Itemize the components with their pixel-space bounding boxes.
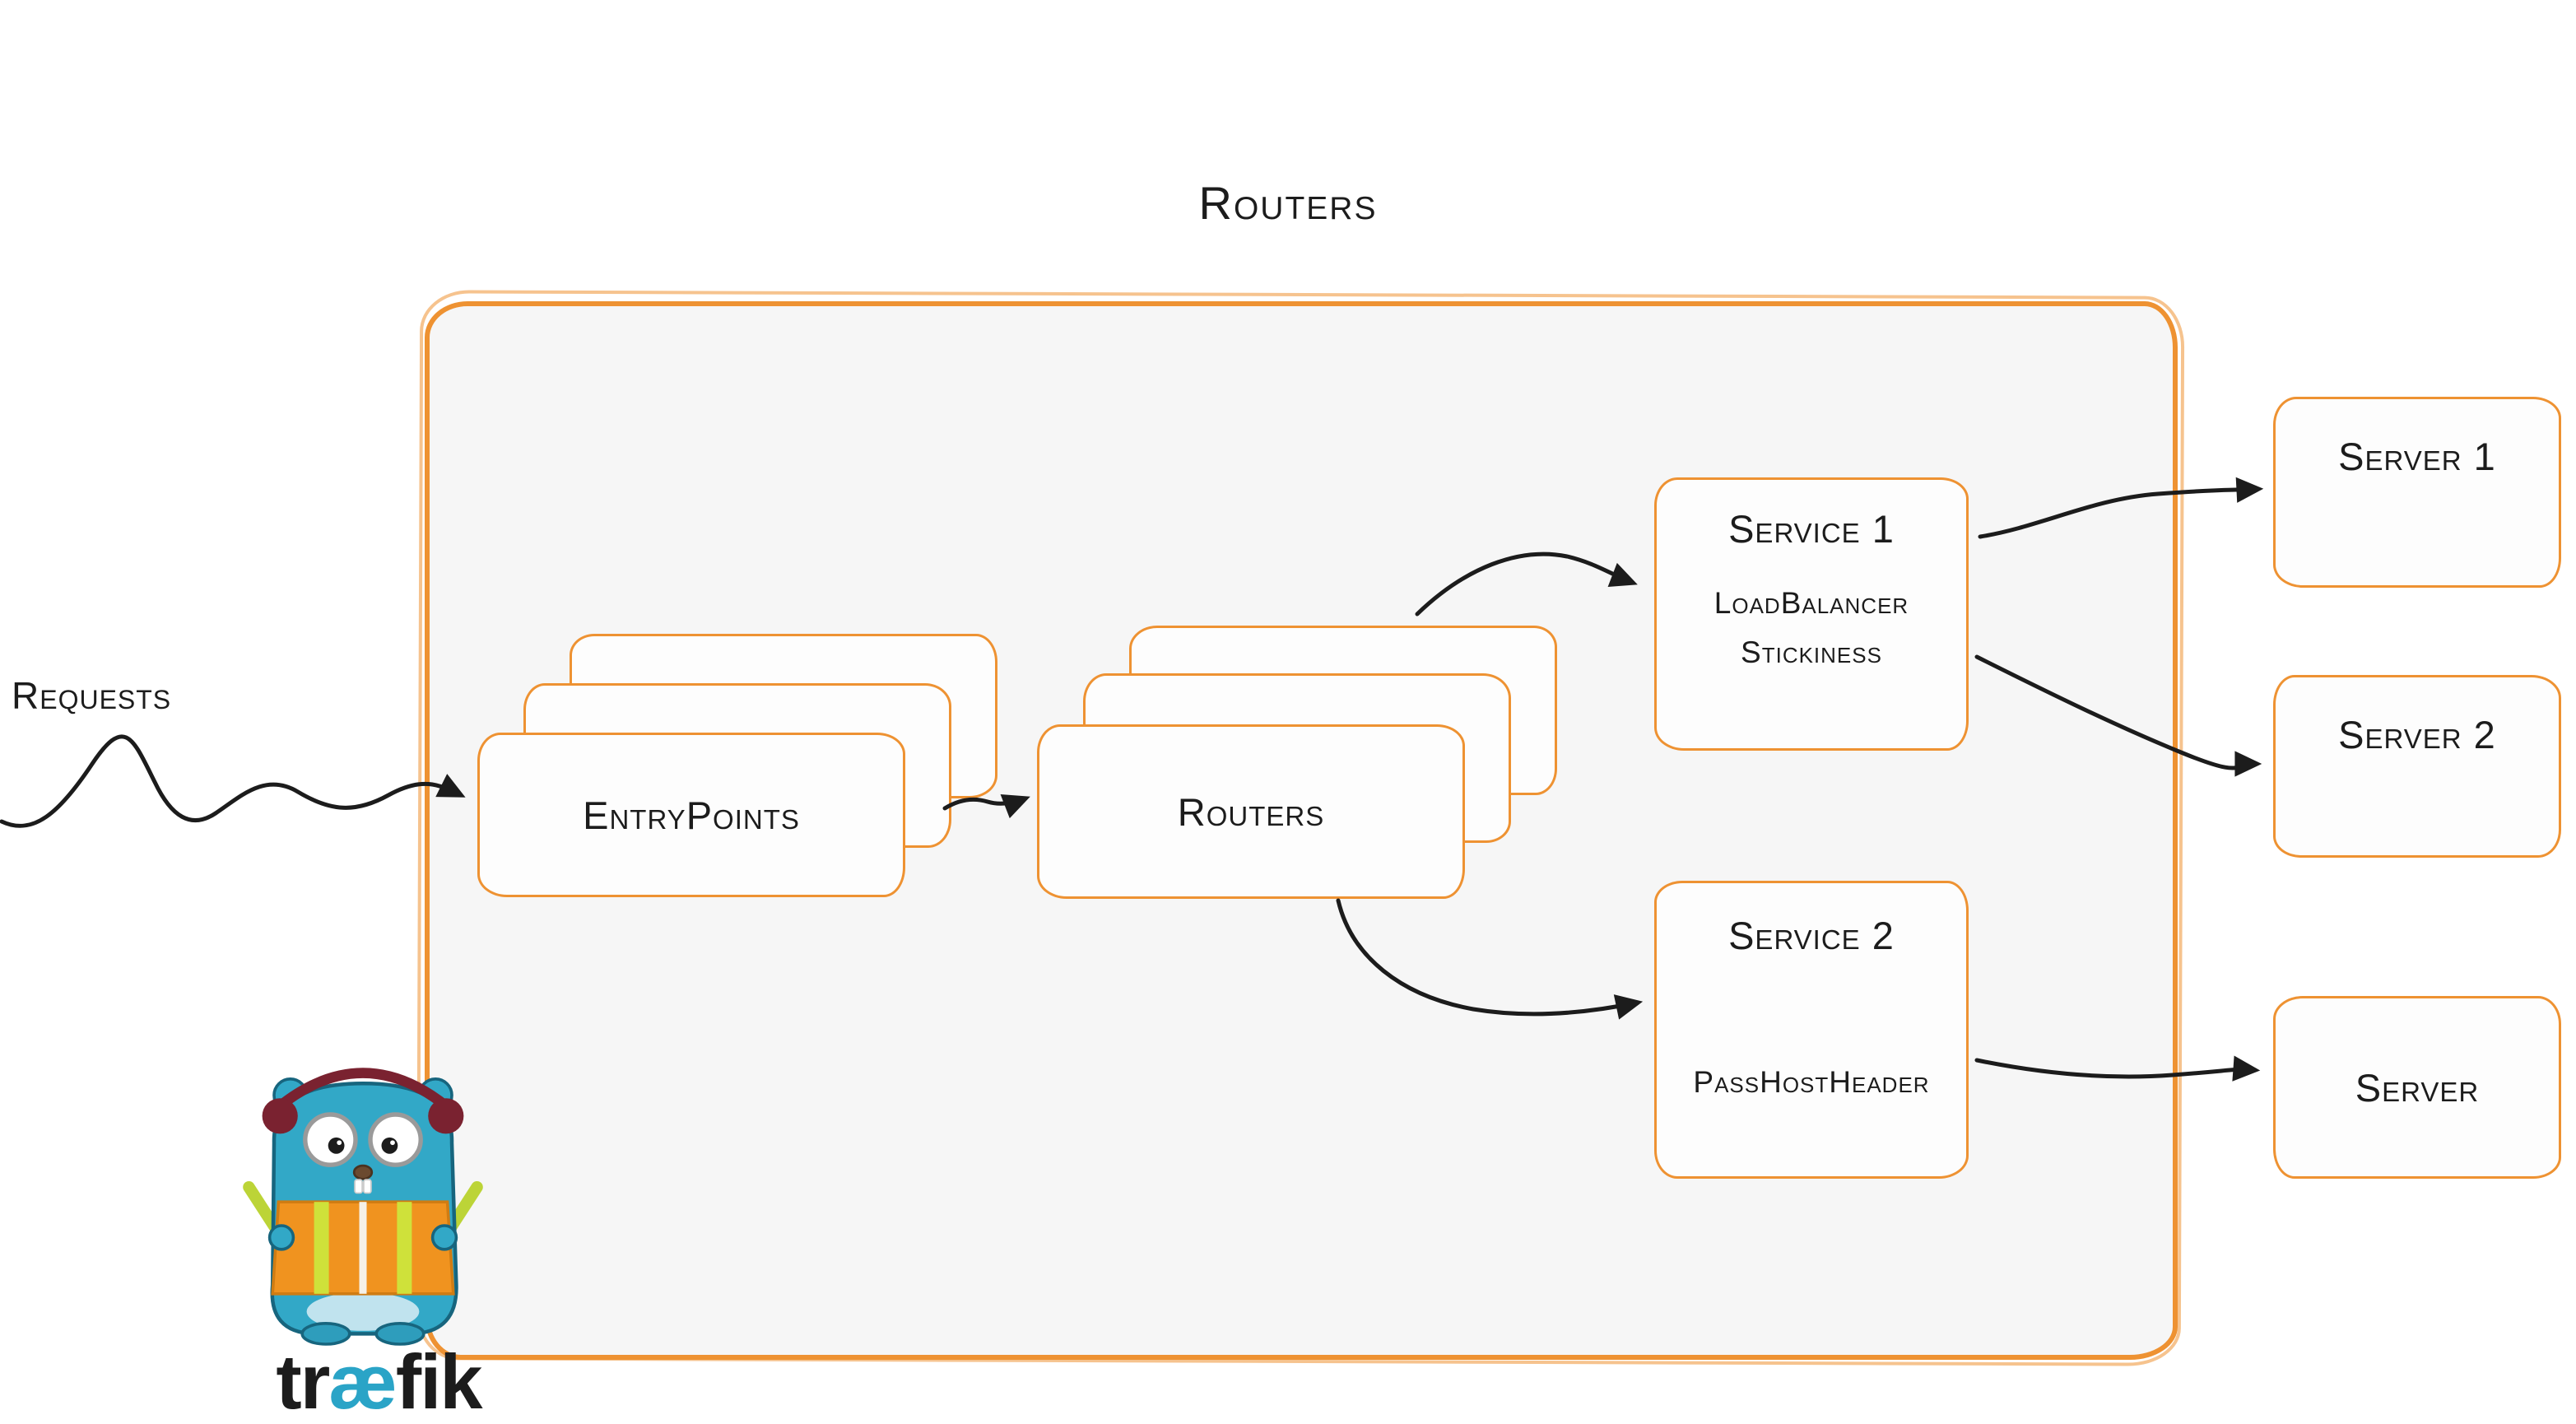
service2-title: Service 2	[1728, 914, 1895, 957]
service1-title: Service 1	[1728, 507, 1895, 551]
hand-right-icon	[430, 1224, 458, 1251]
service1-detail-loadbalancer: LoadBalancer	[1713, 586, 1909, 620]
mascot-belly	[306, 1292, 420, 1331]
server3-node: Server	[2273, 996, 2561, 1179]
eye-right-icon	[368, 1112, 423, 1167]
hand-left-icon	[267, 1224, 295, 1251]
entrypoints-label: EntryPoints	[583, 793, 800, 837]
headphones-band-icon	[273, 1068, 453, 1113]
traefik-mascot-svg	[243, 1068, 483, 1346]
tooth-right-icon	[363, 1179, 372, 1194]
traefik-logo: træfik	[222, 1343, 535, 1421]
requests-label: Requests	[12, 674, 172, 717]
routers-card: Routers	[1037, 724, 1465, 899]
foot-left-icon	[300, 1322, 351, 1346]
service2-detail-passhostheader: PassHostHeader	[1693, 1065, 1930, 1099]
server2-label: Server 2	[2338, 713, 2496, 756]
logo-prefix: tr	[276, 1338, 330, 1424]
vest-zipper-icon	[359, 1202, 367, 1294]
requests-arrow	[0, 734, 466, 828]
service2-node: Service 2 PassHostHeader	[1654, 881, 1969, 1179]
foot-right-icon	[374, 1322, 425, 1346]
vest-stripe-right-icon	[397, 1202, 412, 1294]
eye-left-icon	[303, 1112, 358, 1167]
server3-label: Server	[2355, 1065, 2480, 1110]
routers-label: Routers	[1177, 789, 1325, 834]
routers-stack: Routers	[1037, 626, 1564, 899]
service1-node: Service 1 LoadBalancer Stickiness	[1654, 477, 1969, 751]
service1-detail-stickiness: Stickiness	[1741, 635, 1882, 669]
server2-node: Server 2	[2273, 675, 2561, 858]
diagram-title: Routers	[1198, 177, 1378, 229]
headphone-cup-right-icon	[428, 1098, 464, 1134]
server1-label: Server 1	[2338, 435, 2496, 478]
entrypoints-card: EntryPoints	[477, 733, 905, 897]
logo-suffix: fik	[395, 1338, 483, 1424]
headphone-cup-left-icon	[262, 1098, 298, 1134]
traefik-mascot	[237, 1042, 489, 1350]
entrypoints-stack: EntryPoints	[477, 634, 1004, 899]
nose-icon	[352, 1164, 374, 1180]
server1-node: Server 1	[2273, 397, 2561, 588]
vest-stripe-left-icon	[314, 1202, 329, 1294]
tooth-left-icon	[354, 1179, 363, 1194]
logo-ae: æ	[328, 1338, 398, 1424]
